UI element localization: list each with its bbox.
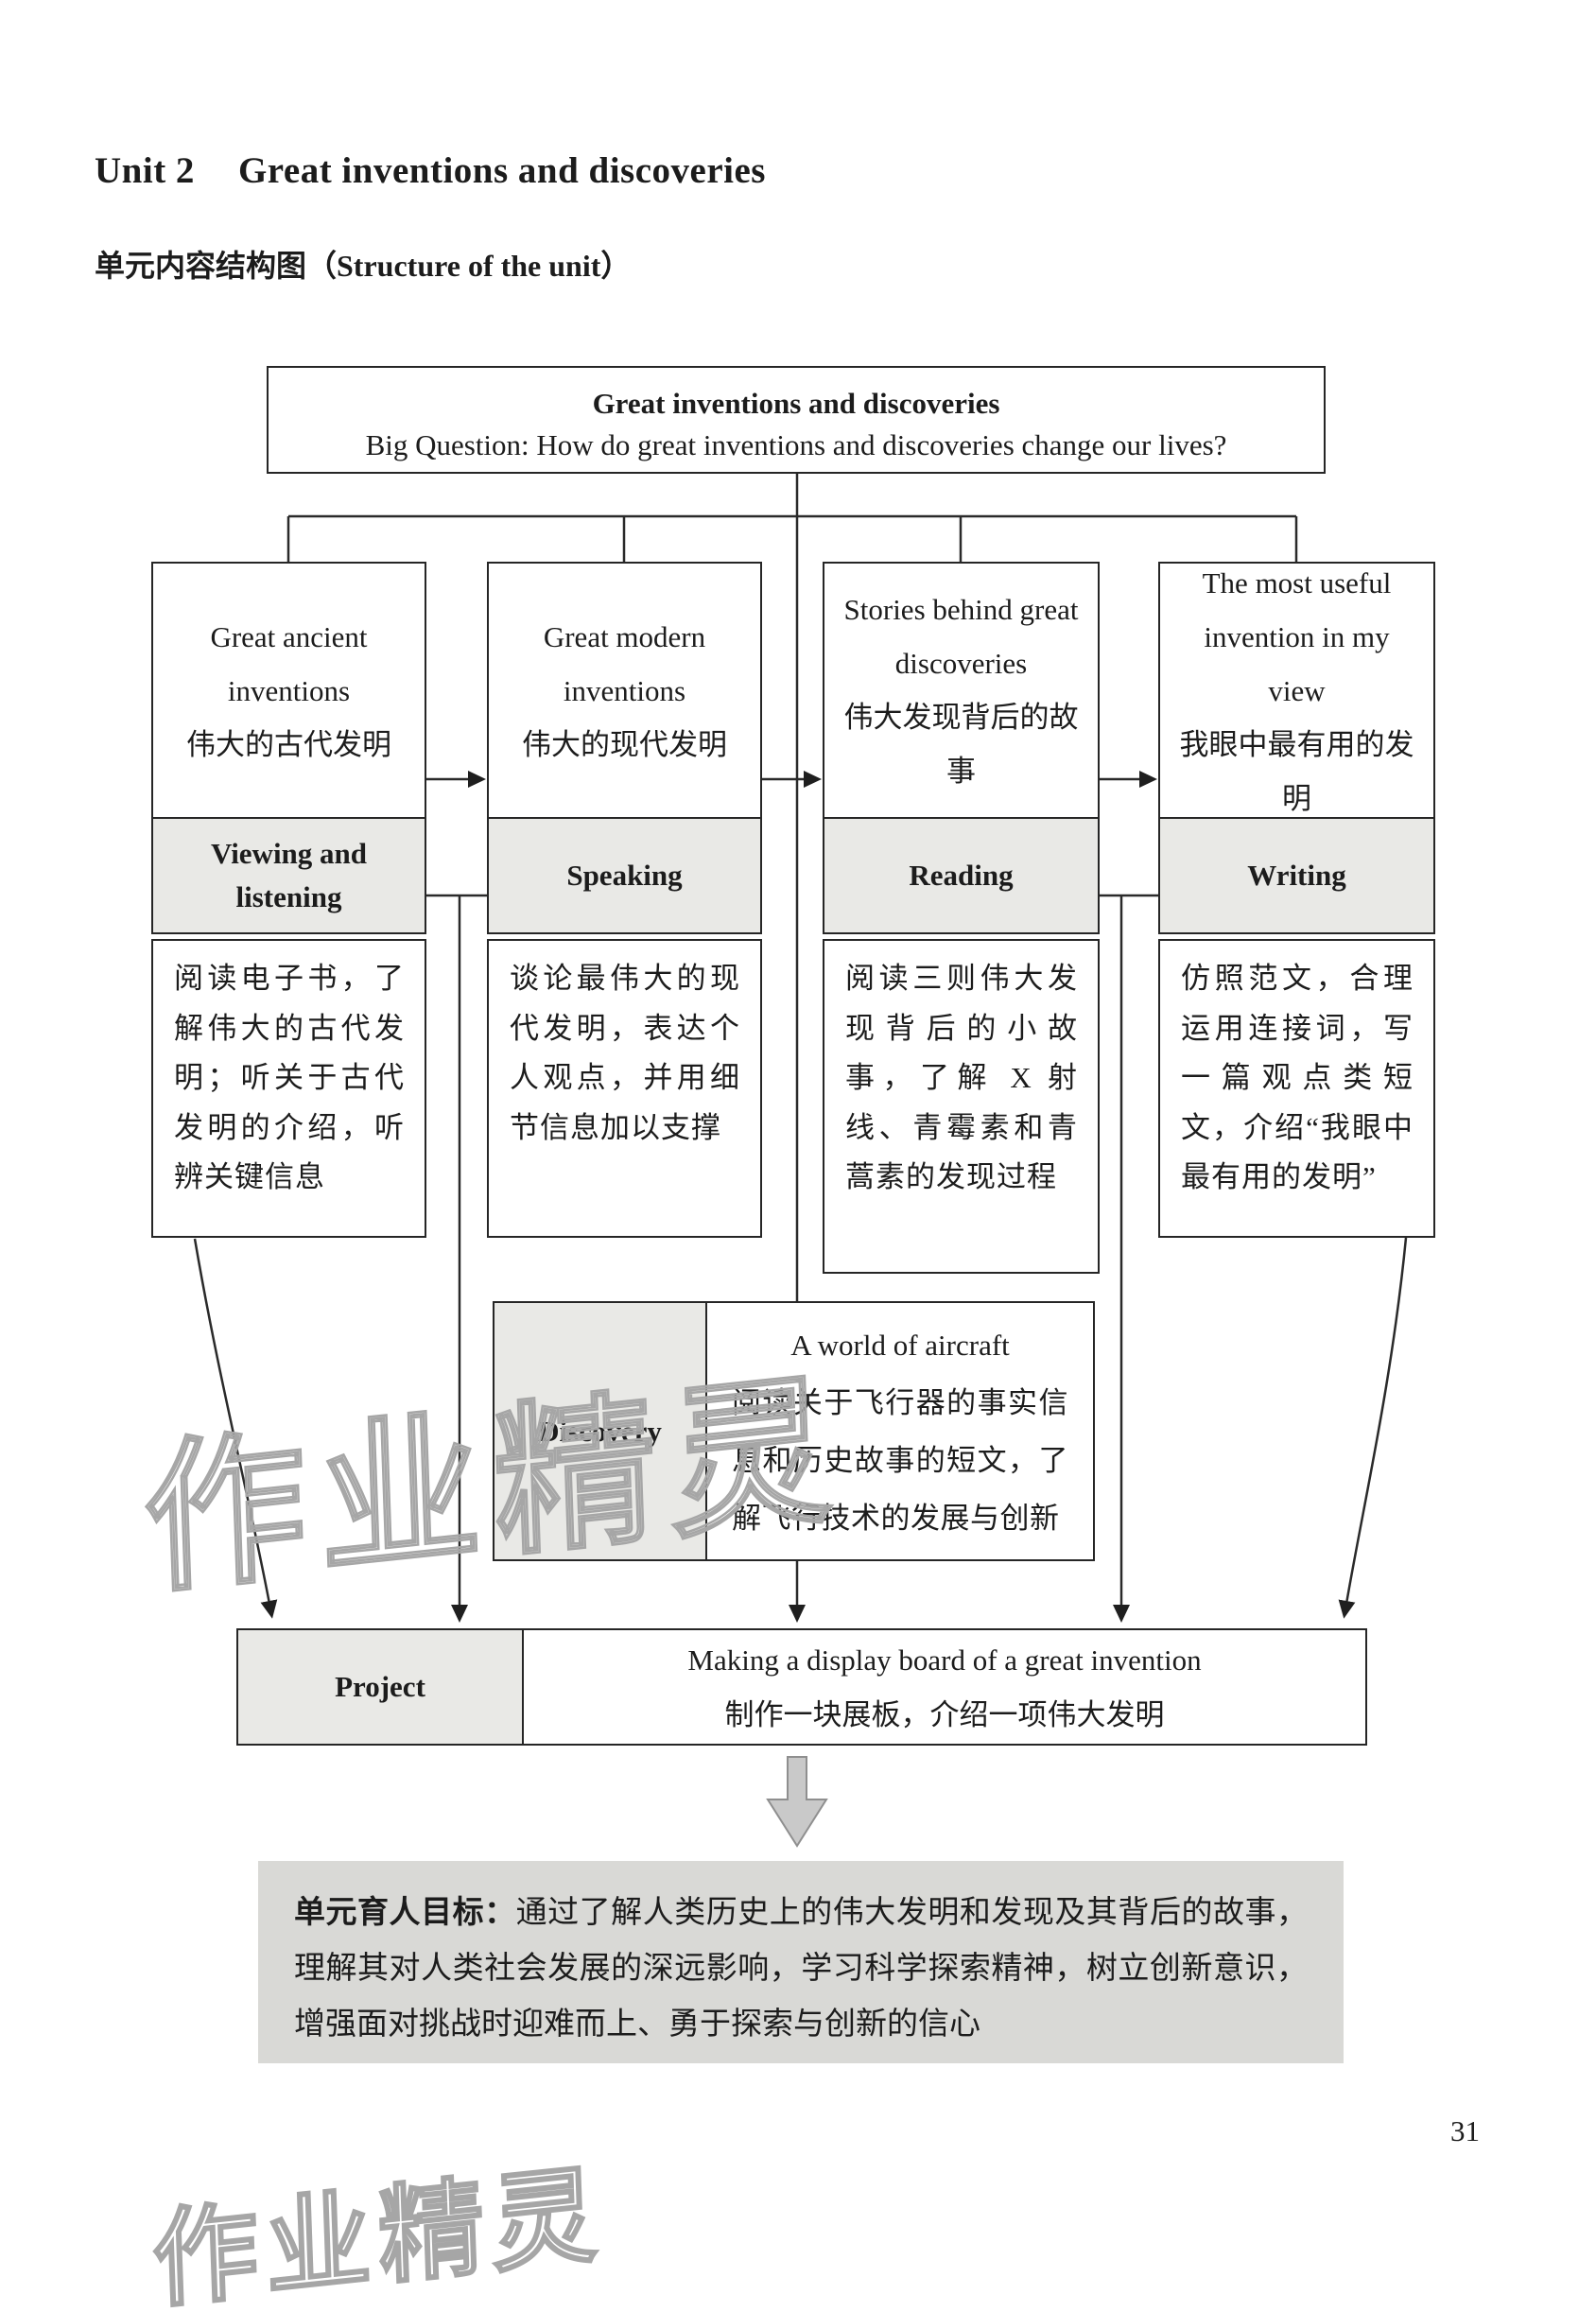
discovery-title: A world of aircraft — [790, 1329, 1010, 1362]
column-stories-desc-box: 阅读三则伟大发现背后的小故事，了解 X 射线、青霉素和青蒿素的发现过程 — [823, 939, 1100, 1274]
section-label: Viewing and listening — [210, 837, 368, 913]
unit-title-text: Great inventions and discoveries — [237, 150, 766, 191]
root-title: Great inventions and discoveries — [592, 387, 1000, 420]
column-modern-title-box: Great modern inventions 伟大的现代发明 — [487, 562, 762, 819]
section-viewing-listening: Viewing and listening — [151, 817, 426, 934]
column-useful-title-box: The most useful invention in my view 我眼中… — [1158, 562, 1435, 819]
section-reading: Reading — [823, 817, 1100, 934]
project-line-en: Making a display board of a great invent… — [687, 1643, 1202, 1677]
column-useful-desc-box: 仿照范文，合理运用连接词，写一篇观点类短文，介绍“我眼中最有用的发明” — [1158, 939, 1435, 1238]
column-stories-title-box: Stories behind great discoveries 伟大发现背后的… — [823, 562, 1100, 819]
discovery-label-cell: Discovery — [494, 1303, 707, 1559]
unit-goal-text: 通过了解人类历史上的伟大发明和发现及其背后的故事，理解其对人类社会发展的深远影响… — [294, 1896, 1309, 2042]
project-line-zh: 制作一块展板，介绍一项伟大发明 — [724, 1698, 1165, 1731]
column-title-zh: 伟大的古代发明 — [186, 727, 391, 761]
section-label: Writing — [1247, 859, 1346, 892]
section-writing: Writing — [1158, 817, 1435, 934]
page-number: 31 — [1450, 2114, 1480, 2147]
unit-goal-label: 单元育人目标： — [294, 1896, 516, 1930]
discovery-label: Discovery — [538, 1414, 662, 1448]
unit-goal-box: 单元育人目标：通过了解人类历史上的伟大发明和发现及其背后的故事，理解其对人类社会… — [258, 1861, 1344, 2063]
column-title-zh: 伟大发现背后的故事 — [843, 701, 1079, 788]
project-content: Making a display board of a great invent… — [524, 1630, 1365, 1744]
discovery-box: Discovery A world of aircraft 阅读关于飞行器的事实… — [493, 1301, 1095, 1561]
big-down-arrow — [766, 1756, 828, 1848]
project-box: Project Making a display board of a grea… — [236, 1628, 1367, 1746]
project-label: Project — [335, 1670, 425, 1703]
column-title-en: Great modern inventions — [543, 619, 706, 707]
section-label: Speaking — [566, 859, 683, 892]
column-modern-desc-box: 谈论最伟大的现代发明，表达个人观点，并用细节信息加以支撑 — [487, 939, 762, 1238]
section-label: Reading — [909, 859, 1014, 892]
column-description: 阅读三则伟大发现背后的小故事，了解 X 射线、青霉素和青蒿素的发现过程 — [845, 962, 1078, 1193]
column-title-zh: 伟大的现代发明 — [522, 727, 727, 761]
page-title: Unit 2 Great inventions and discoveries — [95, 149, 766, 192]
column-description: 仿照范文，合理运用连接词，写一篇观点类短文，介绍“我眼中最有用的发明” — [1181, 962, 1414, 1193]
discovery-description: 阅读关于飞行器的事实信息和历史故事的短文，了解飞行技术的发展与创新 — [732, 1386, 1068, 1535]
column-ancient-title-box: Great ancient inventions 伟大的古代发明 — [151, 562, 426, 819]
column-title-en: Great ancient inventions — [210, 619, 368, 707]
project-label-cell: Project — [238, 1630, 524, 1744]
root-box: Great inventions and discoveries Big Que… — [267, 366, 1326, 474]
column-description: 谈论最伟大的现代发明，表达个人观点，并用细节信息加以支撑 — [510, 962, 740, 1144]
section-speaking: Speaking — [487, 817, 762, 934]
unit-label: Unit 2 — [95, 150, 195, 191]
root-big-question: Big Question: How do great inventions an… — [365, 428, 1227, 461]
column-title-en: Stories behind great discoveries — [843, 593, 1079, 680]
column-title-en: The most useful invention in my view — [1202, 565, 1392, 707]
discovery-content: A world of aircraft 阅读关于飞行器的事实信息和历史故事的短文… — [707, 1303, 1093, 1559]
column-description: 阅读电子书，了解伟大的古代发明；听关于古代发明的介绍，听辨关键信息 — [174, 962, 405, 1193]
column-ancient-desc-box: 阅读电子书，了解伟大的古代发明；听关于古代发明的介绍，听辨关键信息 — [151, 939, 426, 1238]
column-title-zh: 我眼中最有用的发明 — [1179, 727, 1414, 815]
page-subtitle: 单元内容结构图（Structure of the unit） — [95, 249, 632, 283]
